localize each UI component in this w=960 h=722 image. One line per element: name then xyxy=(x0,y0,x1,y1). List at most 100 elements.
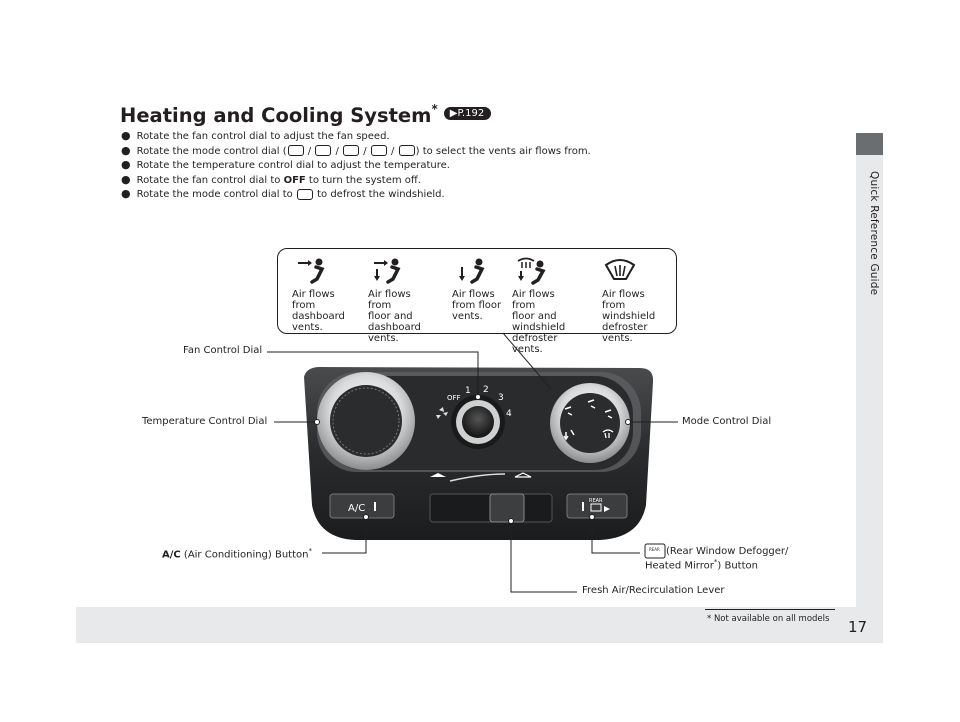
bullet-text: Rotate the fan control dial to xyxy=(136,174,284,186)
mode-dial-icon-floor-dashboard xyxy=(587,399,596,409)
ac-button-leader xyxy=(322,517,367,554)
mode-floor-dashboard: Air flows from floor and dashboard vents… xyxy=(354,253,434,344)
mode-dial-icon-dashboard xyxy=(564,406,573,416)
title-text: Heating and Cooling System xyxy=(120,104,432,127)
list-item: Rotate the fan control dial to OFF to tu… xyxy=(121,173,821,188)
rear-defogger-button[interactable] xyxy=(566,493,628,519)
windshield-defroster-icon xyxy=(604,259,636,280)
mode-dial-icon-floor xyxy=(563,429,575,441)
title-marker: * xyxy=(431,102,438,116)
ac-button[interactable] xyxy=(329,493,395,519)
lever-pointer xyxy=(508,518,514,524)
ac-button-label: A/C xyxy=(348,503,365,514)
mode-dial-icon-defroster xyxy=(602,429,614,439)
windshield-defroster-icon xyxy=(296,188,313,200)
mode-description: Air flows from floor vents. xyxy=(452,289,502,322)
mode-description: Air flows from windshield defroster vent… xyxy=(602,289,656,344)
section-tab xyxy=(856,133,883,155)
separator: / xyxy=(391,145,395,157)
fan-icon xyxy=(436,407,448,419)
bullet-text: ) to select the vents air flows from. xyxy=(415,145,591,157)
floor-vent-icon xyxy=(459,258,485,284)
rear-defogger-leader xyxy=(591,517,640,554)
footnote: * Not available on all models xyxy=(707,614,829,624)
rear-defogger-icon xyxy=(590,503,602,512)
fan-speed-label: 1 xyxy=(465,386,471,396)
rear-defogger-callout-icon xyxy=(644,543,666,559)
mirror-icon xyxy=(604,506,610,512)
footnote-text: Not available on all models xyxy=(711,614,830,624)
rear-callout-label: REAR xyxy=(649,547,660,552)
mode-defroster: Air flows from windshield defroster vent… xyxy=(588,253,668,344)
bullet-text: to turn the system off. xyxy=(305,174,421,186)
temperature-control-dial-label: Temperature Control Dial xyxy=(142,416,268,427)
mode-description: Air flows from dashboard vents. xyxy=(292,289,345,333)
ac-button-pointer xyxy=(363,514,369,520)
rear-marker: * xyxy=(713,558,718,566)
rear-defogger-callout-line1: (Rear Window Defogger/ xyxy=(666,546,789,557)
page-number: 17 xyxy=(848,618,868,636)
off-keyword: OFF xyxy=(283,174,306,186)
rear-button-label: REAR xyxy=(589,498,603,504)
list-item: Rotate the temperature control dial to a… xyxy=(121,158,821,173)
rear-text: ) Button xyxy=(717,560,758,572)
mode-control-dial-label: Mode Control Dial xyxy=(682,416,772,427)
dashboard-vent-icon xyxy=(298,258,325,284)
list-item: Rotate the mode control dial ( / / / / )… xyxy=(121,144,821,159)
bullet-text: to defrost the windshield. xyxy=(313,189,445,200)
section-label: Quick Reference Guide xyxy=(868,171,880,296)
lever-track-mark xyxy=(449,473,506,482)
floor-defroster-vent-icon xyxy=(517,257,546,285)
temperature-dial-center xyxy=(330,385,402,457)
mode-dial-pointer xyxy=(625,419,631,425)
page-title: Heating and Cooling System* ▶P.192 xyxy=(120,102,492,127)
windshield-defroster-icon xyxy=(398,145,415,156)
floor-vent-icon xyxy=(343,145,360,156)
mode-dial-icon-floor-defroster xyxy=(604,409,613,419)
separator: / xyxy=(307,145,312,157)
mode-legend-box: Air flows from dashboard vents. Air flow… xyxy=(277,248,677,355)
mode-dashboard: Air flows from dashboard vents. xyxy=(278,253,358,333)
lever-label: Fresh Air/Recirculation Lever xyxy=(582,585,725,596)
list-item: Rotate the fan control dial to adjust th… xyxy=(121,129,821,144)
separator: / xyxy=(335,145,339,157)
floor-dashboard-vent-icon xyxy=(374,258,401,284)
bullet-text: Rotate the temperature control dial to a… xyxy=(136,160,450,171)
floor-defroster-vent-icon xyxy=(370,145,387,156)
mode-floor-defroster: Air flows from floor and windshield defr… xyxy=(498,253,578,355)
fan-speed-label: 2 xyxy=(483,385,489,395)
bullet-text: Rotate the fan control dial to adjust th… xyxy=(136,131,390,142)
recirculation-car-icon xyxy=(430,473,446,477)
fan-speed-label: 3 xyxy=(498,393,504,403)
page-reference-link[interactable]: ▶P.192 xyxy=(443,107,492,120)
temperature-dial-knurl xyxy=(332,387,400,455)
ac-description: (Air Conditioning) Button xyxy=(180,549,309,561)
ac-indicator xyxy=(374,502,376,511)
floor-dashboard-vent-icon xyxy=(315,145,332,156)
mode-floor: Air flows from floor vents. xyxy=(438,253,518,331)
fan-speed-label: 4 xyxy=(506,409,512,419)
ac-button-callout: A/C (Air Conditioning) Button* xyxy=(162,547,312,560)
separator: / xyxy=(363,145,367,157)
fresh-air-car-icon xyxy=(514,472,532,478)
mode-description: Air flows from floor and windshield defr… xyxy=(512,289,566,355)
list-item: Rotate the mode control dial to to defro… xyxy=(121,187,821,202)
section-sidebar: Quick Reference Guide xyxy=(856,133,883,643)
rear-defogger-indicator xyxy=(582,502,584,511)
fresh-air-recirculation-lever[interactable] xyxy=(489,493,525,523)
fan-dial-leader xyxy=(267,351,479,397)
fan-dial-pointer xyxy=(475,394,481,400)
temperature-dial-pointer xyxy=(314,419,320,425)
lever-leader xyxy=(510,521,577,593)
mode-dial-center xyxy=(560,393,620,453)
fan-dial-knob xyxy=(462,406,494,438)
page-reference-text: P.192 xyxy=(457,108,485,119)
ac-bold-label: A/C xyxy=(162,549,181,561)
rear-defogger-callout-line2: Heated Mirror*) Button xyxy=(645,558,758,571)
dashboard-vent-icon xyxy=(287,145,304,156)
bullet-text: Rotate the mode control dial ( xyxy=(136,145,287,157)
footer-band xyxy=(76,607,883,643)
mode-description: Air flows from floor and dashboard vents… xyxy=(368,289,421,344)
